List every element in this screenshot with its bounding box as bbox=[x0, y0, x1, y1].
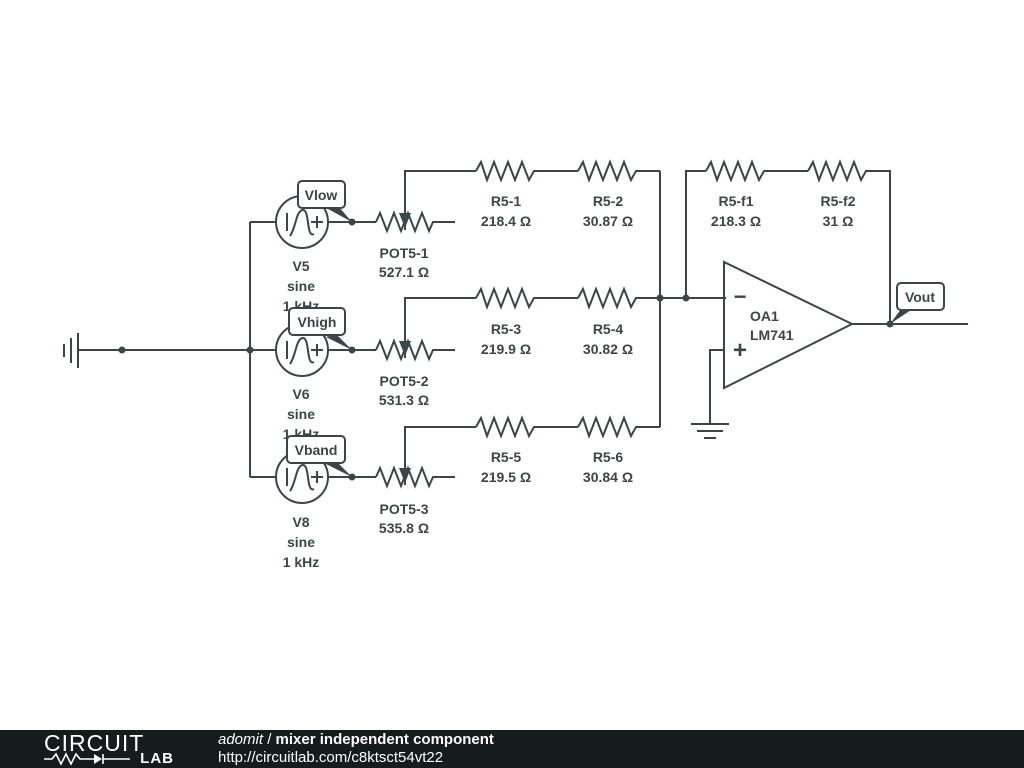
resistor-r5-3[interactable] bbox=[475, 286, 538, 310]
resistor-r5-4[interactable] bbox=[577, 286, 640, 310]
r5-1-name: R5-1 bbox=[491, 193, 522, 209]
output-wire bbox=[852, 320, 968, 328]
opamp-oa1[interactable]: − + OA1 LM741 bbox=[723, 260, 855, 390]
vband-label: Vband bbox=[295, 442, 338, 458]
resistor-r5-f1[interactable] bbox=[705, 159, 768, 183]
pot5-3-name: POT5-3 bbox=[379, 501, 428, 517]
r5-2-name: R5-2 bbox=[593, 193, 624, 209]
r5-4-value: 30.82 Ω bbox=[583, 341, 633, 357]
summing-node-wires bbox=[656, 171, 726, 427]
logo-circuit-text: CIRCUIT bbox=[44, 730, 145, 756]
pot5-2-value: 531.3 Ω bbox=[379, 392, 429, 408]
resistor-r5-1[interactable] bbox=[475, 159, 538, 183]
footer-bar: CIRCUIT LAB adomit / mixer independent c… bbox=[0, 730, 1024, 768]
pot5-1-name: POT5-1 bbox=[379, 245, 428, 261]
r5-6-value: 30.84 Ω bbox=[583, 469, 633, 485]
r5-f1-value: 218.3 Ω bbox=[711, 213, 761, 229]
opamp-model: LM741 bbox=[750, 327, 794, 343]
circuit-schematic: V5 sine 1 kHz V6 sine 1 kHz V8 sine 1 kH… bbox=[63, 159, 968, 570]
vout-label: Vout bbox=[905, 289, 935, 305]
feedback-wires bbox=[685, 170, 891, 324]
resistor-r5-6[interactable] bbox=[577, 415, 640, 439]
source-bus-wires bbox=[246, 221, 276, 478]
opamp-minus-sign: − bbox=[734, 284, 747, 309]
logo-zigzag-diode-icon bbox=[44, 752, 130, 766]
v6-type: sine bbox=[287, 406, 315, 422]
ground-left-symbol bbox=[63, 333, 250, 368]
r5-6-name: R5-6 bbox=[593, 449, 624, 465]
resistor-r5-f2[interactable] bbox=[807, 159, 870, 183]
r5-1-value: 218.4 Ω bbox=[481, 213, 531, 229]
opamp-plus-sign: + bbox=[733, 337, 747, 364]
r5-3-name: R5-3 bbox=[491, 321, 522, 337]
circuit-title[interactable]: mixer independent component bbox=[275, 731, 494, 748]
pot5-1-value: 527.1 Ω bbox=[379, 264, 429, 280]
pot5-3-value: 535.8 Ω bbox=[379, 520, 429, 536]
logo-lab-text: LAB bbox=[140, 750, 174, 767]
r5-5-name: R5-5 bbox=[491, 449, 522, 465]
r5-f1-name: R5-f1 bbox=[718, 193, 753, 209]
pot5-3[interactable] bbox=[375, 426, 660, 489]
pot5-2-name: POT5-2 bbox=[379, 373, 428, 389]
v8-type: sine bbox=[287, 534, 315, 550]
r5-f2-value: 31 Ω bbox=[823, 213, 854, 229]
v6-name: V6 bbox=[292, 386, 309, 402]
opamp-name: OA1 bbox=[750, 308, 779, 324]
author-link[interactable]: adomit bbox=[218, 731, 264, 748]
pot5-1[interactable] bbox=[375, 170, 660, 234]
r5-3-value: 219.9 Ω bbox=[481, 341, 531, 357]
v8-name: V8 bbox=[292, 514, 309, 530]
r5-5-value: 219.5 Ω bbox=[481, 469, 531, 485]
r5-f2-name: R5-f2 bbox=[820, 193, 855, 209]
v8-freq: 1 kHz bbox=[283, 554, 320, 570]
net-flag-vhigh[interactable]: Vhigh bbox=[288, 307, 352, 350]
vlow-label: Vlow bbox=[305, 187, 338, 203]
resistor-r5-2[interactable] bbox=[577, 159, 640, 183]
v5-name: V5 bbox=[292, 258, 309, 274]
ground-opamp-symbol bbox=[691, 349, 729, 439]
circuitlab-logo[interactable]: CIRCUIT LAB bbox=[44, 730, 176, 768]
circuit-title-line: adomit / mixer independent component bbox=[218, 731, 494, 749]
resistor-r5-5[interactable] bbox=[475, 415, 538, 439]
circuit-url[interactable]: http://circuitlab.com/c8ktsct54vt22 bbox=[218, 749, 444, 766]
r5-4-name: R5-4 bbox=[593, 321, 624, 337]
net-flag-vband[interactable]: Vband bbox=[286, 435, 352, 477]
net-flag-vlow[interactable]: Vlow bbox=[297, 180, 352, 222]
v5-type: sine bbox=[287, 278, 315, 294]
title-separator: / bbox=[263, 731, 276, 748]
vhigh-label: Vhigh bbox=[298, 314, 337, 330]
r5-2-value: 30.87 Ω bbox=[583, 213, 633, 229]
pot5-2[interactable] bbox=[375, 297, 660, 362]
net-flag-vout[interactable]: Vout bbox=[890, 282, 945, 324]
